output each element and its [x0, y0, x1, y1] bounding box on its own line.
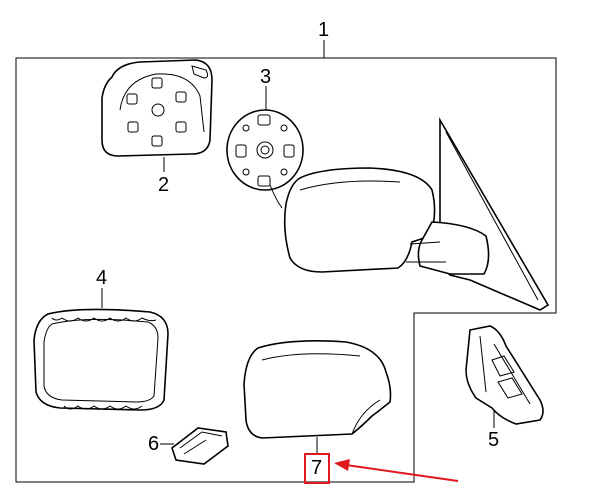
mirror-assembly-part	[283, 117, 550, 311]
assembly-outline	[15, 57, 557, 483]
callout-4: 4	[96, 267, 108, 289]
callout-7-highlight-box	[304, 453, 330, 484]
callout-2: 2	[158, 174, 170, 196]
housing-frame-part	[33, 308, 169, 411]
mirror-cap-part	[243, 340, 392, 439]
actuator-plate-part	[226, 109, 304, 209]
callout-3: 3	[260, 66, 272, 88]
callout-1: 1	[318, 19, 330, 41]
callout-6: 6	[148, 433, 160, 455]
callout-7: 7	[311, 457, 323, 479]
trim-cover-part	[465, 325, 544, 425]
mirror-glass-part	[101, 59, 213, 157]
callout-5: 5	[488, 429, 500, 451]
pointer-arrow-line	[345, 464, 459, 482]
lamp-part	[171, 427, 229, 465]
pointer-arrow-head	[334, 459, 350, 471]
